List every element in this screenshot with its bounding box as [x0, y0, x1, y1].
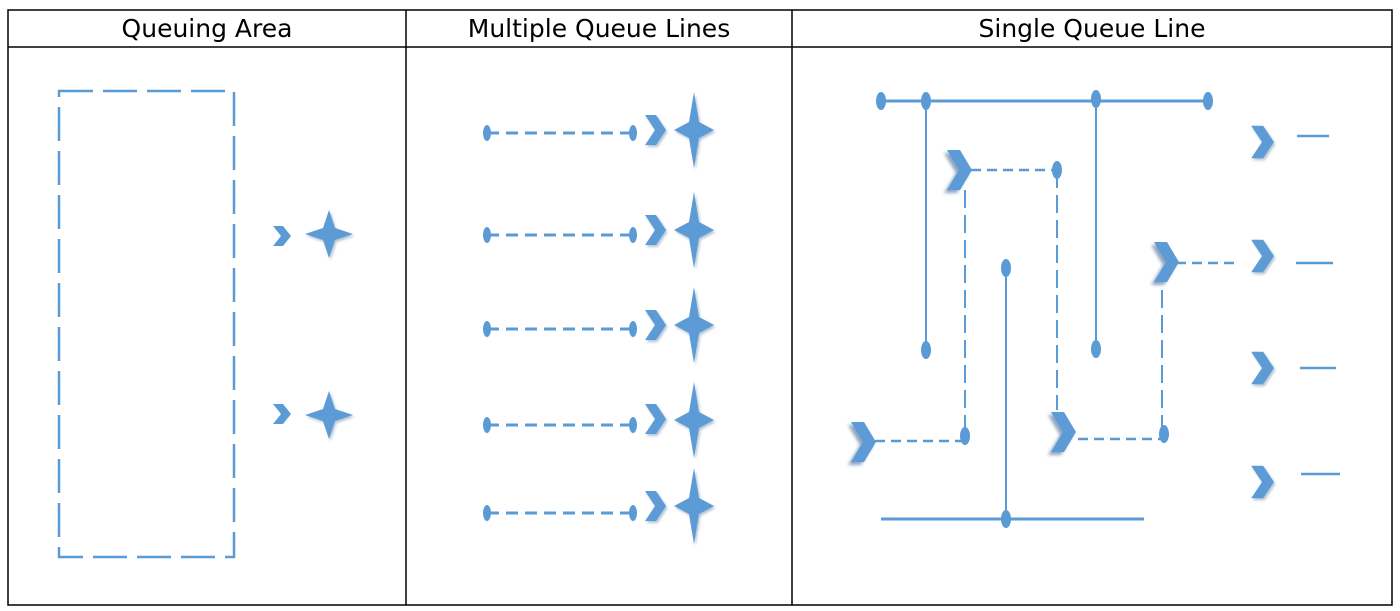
stanchion-post-icon — [1159, 425, 1169, 443]
stanchion-post-icon — [1203, 92, 1213, 110]
chevron-right-icon — [1251, 125, 1274, 159]
stanchion-post-icon — [629, 505, 637, 521]
stanchion-post-icon — [1091, 340, 1101, 358]
single-queue-line-panel — [851, 90, 1340, 528]
chevron-right-icon — [645, 215, 666, 245]
four-point-star-icon — [674, 287, 714, 363]
stanchion-post-icon — [483, 417, 491, 433]
chevron-right-icon — [1251, 351, 1274, 385]
stanchion-post-icon — [921, 341, 931, 359]
queuing-area-dashed-box — [57, 89, 236, 559]
queuing-area-panel — [57, 89, 353, 559]
queue-lane — [483, 382, 714, 458]
chevron-right-icon — [645, 115, 666, 145]
chevron-right-icon — [1051, 412, 1076, 452]
stanchion-post-icon — [1091, 90, 1101, 108]
chevron-right-icon — [273, 404, 291, 424]
stanchion-post-icon — [629, 227, 637, 243]
chevron-right-icon — [1154, 242, 1179, 282]
four-point-star-icon — [674, 192, 714, 268]
chevron-right-icon — [645, 404, 666, 434]
chevron-right-icon — [1251, 239, 1274, 273]
server-group-2 — [273, 391, 353, 439]
queuing-area-header: Queuing Area — [121, 13, 293, 43]
queue-lane — [483, 192, 714, 268]
chevron-right-icon — [645, 310, 666, 340]
table-grid — [7, 9, 1393, 606]
queue-lane — [483, 92, 714, 168]
stanchion-post-icon — [629, 125, 637, 141]
stanchion-post-icon — [483, 505, 491, 521]
queue-lane — [483, 287, 714, 363]
chevron-right-icon — [273, 226, 291, 246]
stanchion-post-icon — [921, 92, 931, 110]
four-point-star-icon — [674, 92, 714, 168]
stanchion-post-icon — [1052, 161, 1062, 179]
stanchion-post-icon — [876, 92, 886, 110]
four-point-star-icon — [305, 210, 353, 258]
multiple-queue-lines-header: Multiple Queue Lines — [467, 13, 731, 43]
four-point-star-icon — [674, 382, 714, 458]
four-point-star-icon — [305, 391, 353, 439]
stanchion-post-icon — [483, 125, 491, 141]
stanchion-post-icon — [629, 417, 637, 433]
chevron-right-icon — [645, 491, 666, 521]
stanchion-post-icon — [483, 321, 491, 337]
multiple-queue-lines-panel — [483, 92, 714, 544]
stanchion-post-icon — [1001, 259, 1011, 277]
chevron-right-icon — [947, 150, 972, 190]
stanchion-post-icon — [629, 321, 637, 337]
queue-lane — [483, 468, 714, 544]
four-point-star-icon — [674, 468, 714, 544]
chevron-right-icon — [851, 422, 876, 462]
chevron-right-icon — [1251, 465, 1274, 499]
server-group-1 — [273, 210, 353, 258]
single-queue-line-header: Single Queue Line — [978, 13, 1206, 43]
stanchion-post-icon — [960, 427, 970, 445]
stanchion-post-icon — [483, 227, 491, 243]
